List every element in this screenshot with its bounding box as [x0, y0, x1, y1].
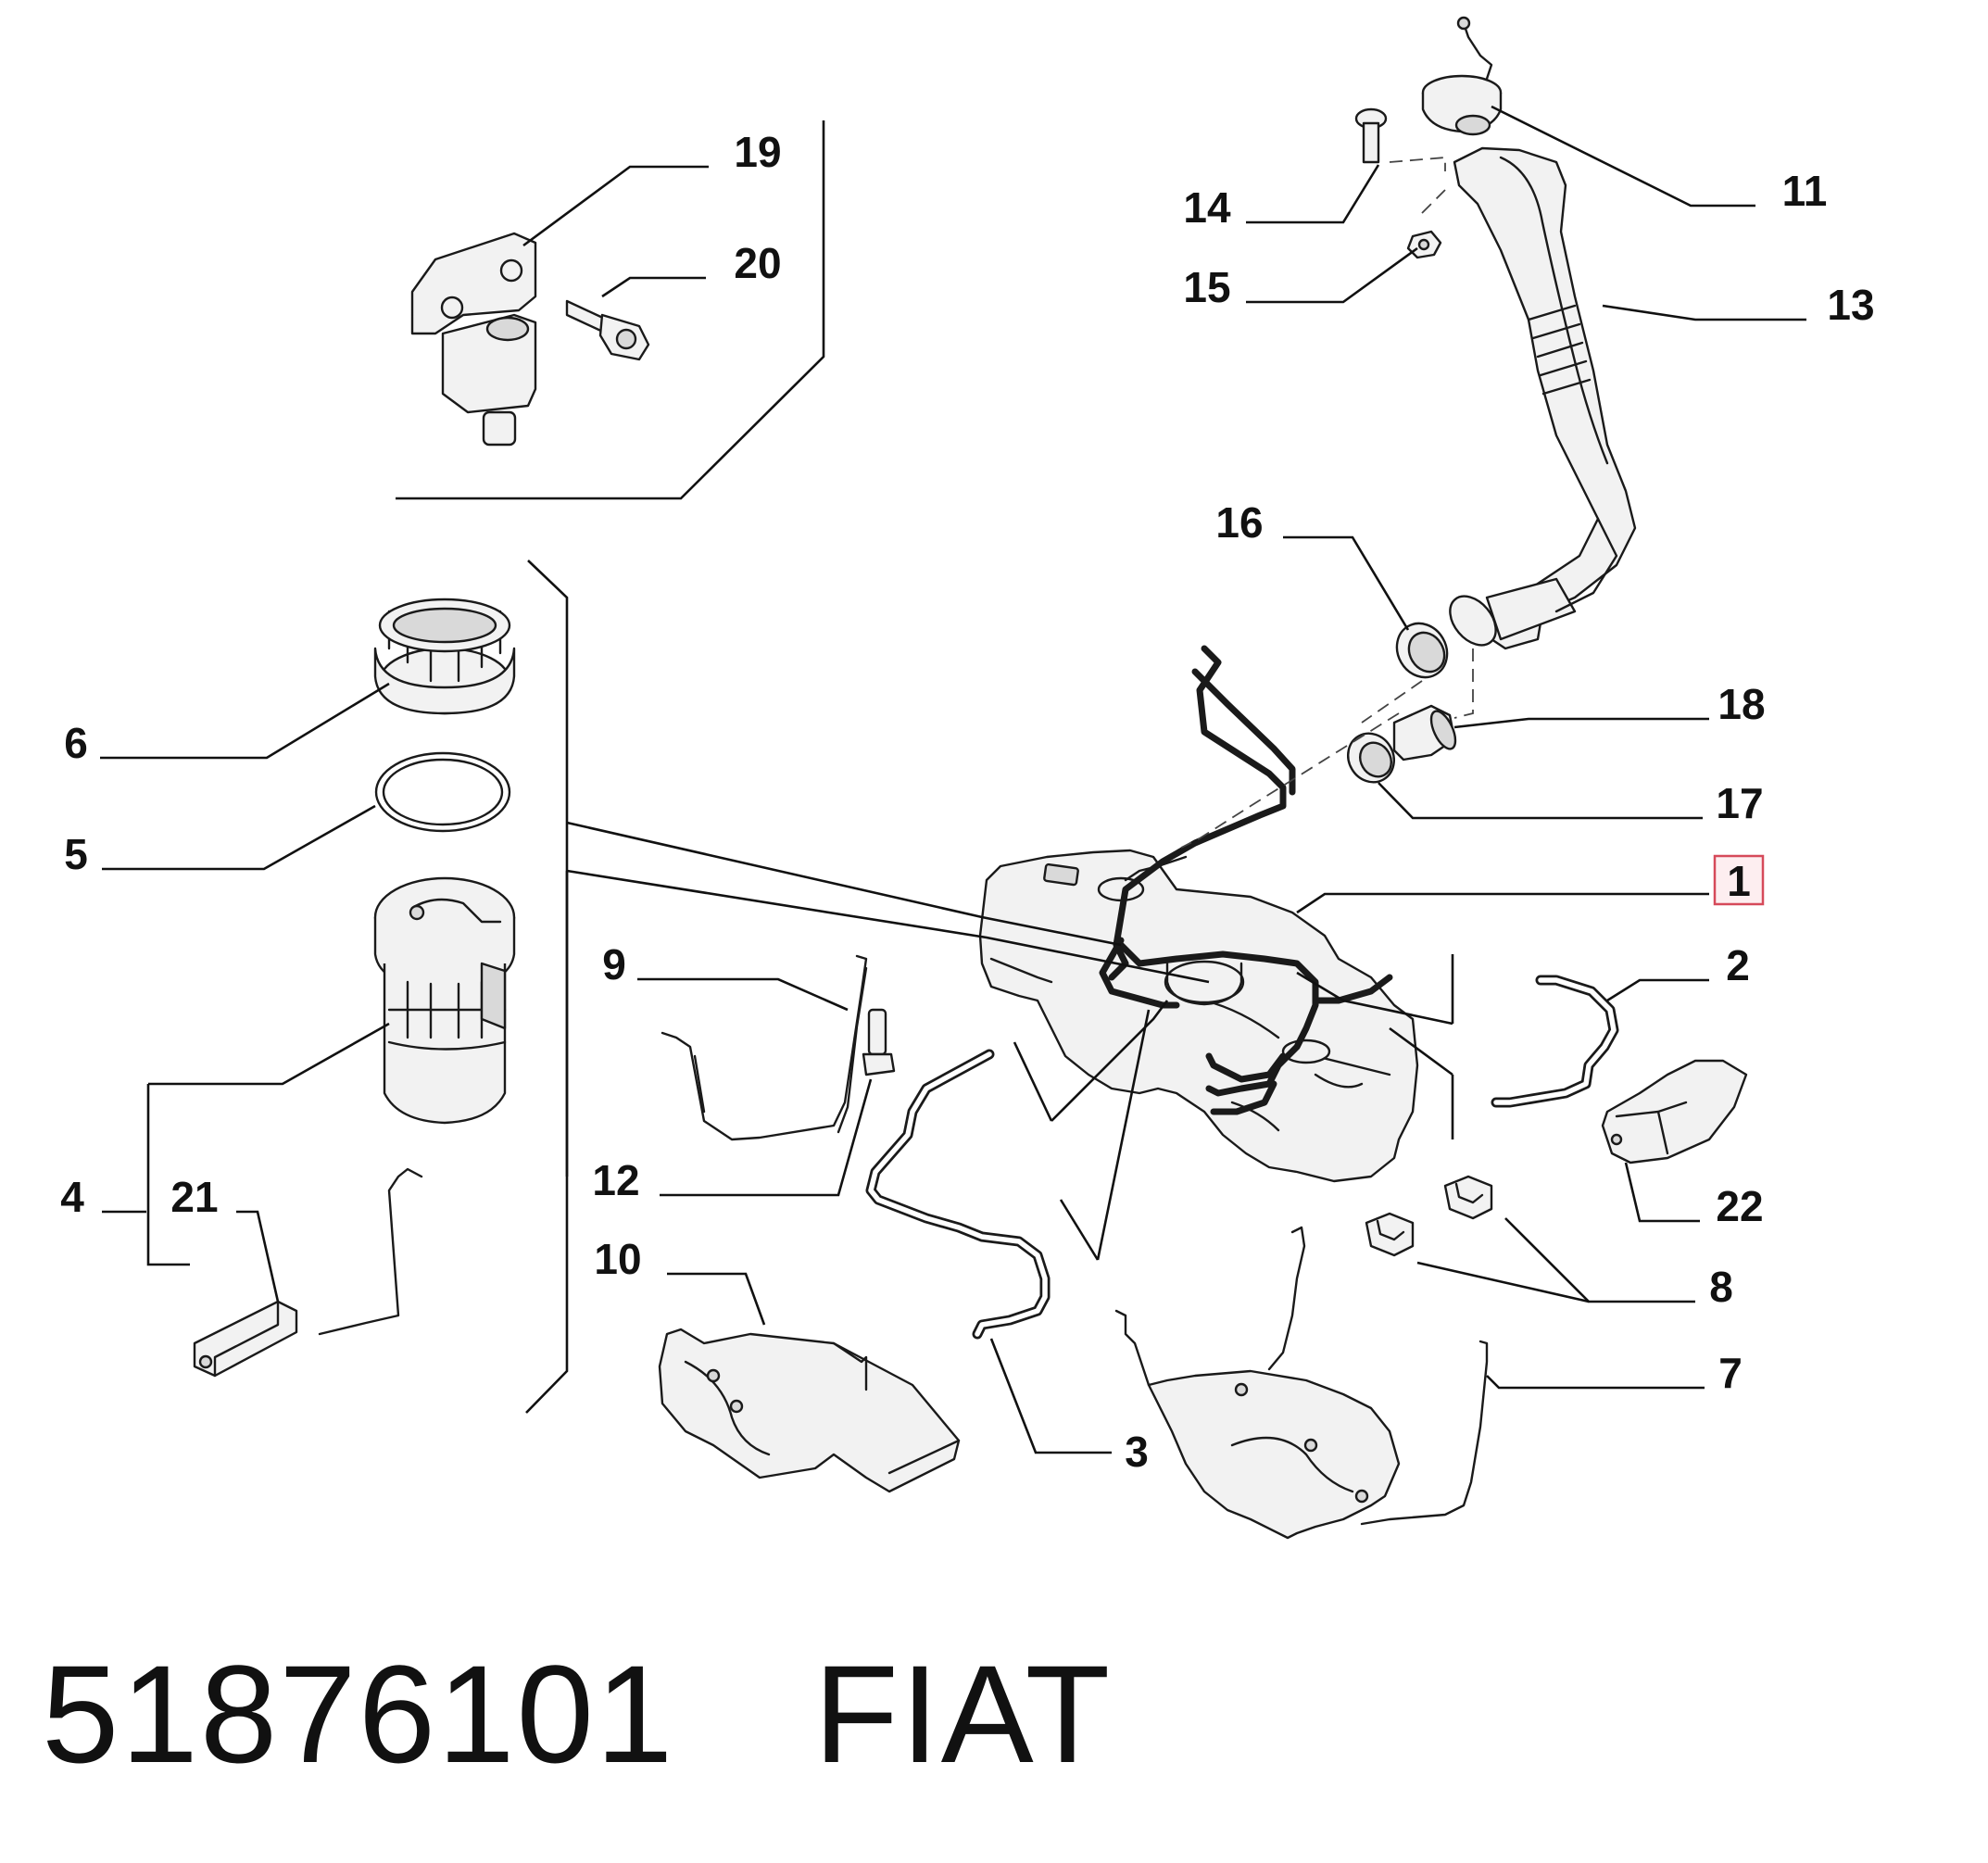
callout-4[interactable]: 4 — [60, 1173, 84, 1221]
callout-7[interactable]: 7 — [1718, 1349, 1743, 1397]
callout-10[interactable]: 10 — [594, 1235, 641, 1283]
callout-12[interactable]: 12 — [592, 1156, 639, 1204]
brand-name: FIAT — [813, 1635, 1113, 1792]
assembly-lines — [1180, 157, 1474, 849]
footer-caption: 51876101 FIAT — [42, 1636, 1112, 1792]
bracket-part-19 — [410, 232, 537, 447]
callout-9[interactable]: 9 — [602, 940, 626, 988]
clips-part-8 — [1365, 1175, 1493, 1257]
strap-part-9 — [661, 954, 868, 1141]
callout-2[interactable]: 2 — [1726, 941, 1750, 989]
callout-22[interactable]: 22 — [1716, 1182, 1763, 1230]
heat-shield-part-10 — [658, 1328, 961, 1493]
callout-6[interactable]: 6 — [64, 719, 88, 767]
callout-labels: 1 2 3 4 5 6 7 8 9 10 11 12 13 14 15 16 1… — [60, 128, 1874, 1476]
filler-neck-part-13 — [1449, 146, 1637, 650]
callout-16[interactable]: 16 — [1215, 498, 1263, 547]
clamp-part-17 — [1347, 732, 1395, 784]
section-dividers — [396, 120, 1454, 1414]
cover-part-22 — [1601, 1059, 1748, 1164]
callout-13[interactable]: 13 — [1827, 281, 1874, 329]
underbody-shield-part-7 — [1114, 1226, 1489, 1540]
leader-lines — [100, 105, 1806, 1454]
callout-3[interactable]: 3 — [1125, 1428, 1149, 1476]
clamp-part-16 — [1395, 622, 1449, 679]
callout-14[interactable]: 14 — [1183, 183, 1231, 232]
callout-1[interactable]: 1 — [1727, 857, 1751, 905]
callout-19[interactable]: 19 — [734, 128, 781, 176]
callout-1-highlight — [1713, 854, 1765, 906]
callout-17[interactable]: 17 — [1716, 779, 1763, 827]
fuel-tank-part-1 — [978, 645, 1419, 1183]
part-number: 51876101 — [42, 1635, 675, 1792]
fuel-pipe-part-3 — [865, 1049, 1051, 1340]
bolt-part-12 — [862, 1008, 896, 1076]
bolt-part-20 — [565, 299, 650, 361]
hose-part-18 — [1392, 704, 1457, 762]
fuel-cap-part-11 — [1421, 16, 1503, 136]
fuel-pump-module-part-4 — [373, 876, 516, 1125]
nut-part-15 — [1406, 230, 1442, 259]
callout-20[interactable]: 20 — [734, 239, 781, 287]
pipe-part-2 — [1491, 975, 1619, 1108]
screw-part-14 — [1354, 107, 1388, 164]
callout-11[interactable]: 11 — [1782, 167, 1828, 215]
callout-18[interactable]: 18 — [1717, 680, 1765, 728]
callout-15[interactable]: 15 — [1183, 263, 1230, 311]
gasket-part-5 — [374, 751, 511, 833]
level-sensor-part-21 — [193, 1167, 423, 1378]
callout-21[interactable]: 21 — [170, 1173, 218, 1221]
lock-ring-part-6 — [373, 598, 516, 715]
callout-8[interactable]: 8 — [1709, 1263, 1733, 1311]
callout-5[interactable]: 5 — [64, 830, 88, 878]
